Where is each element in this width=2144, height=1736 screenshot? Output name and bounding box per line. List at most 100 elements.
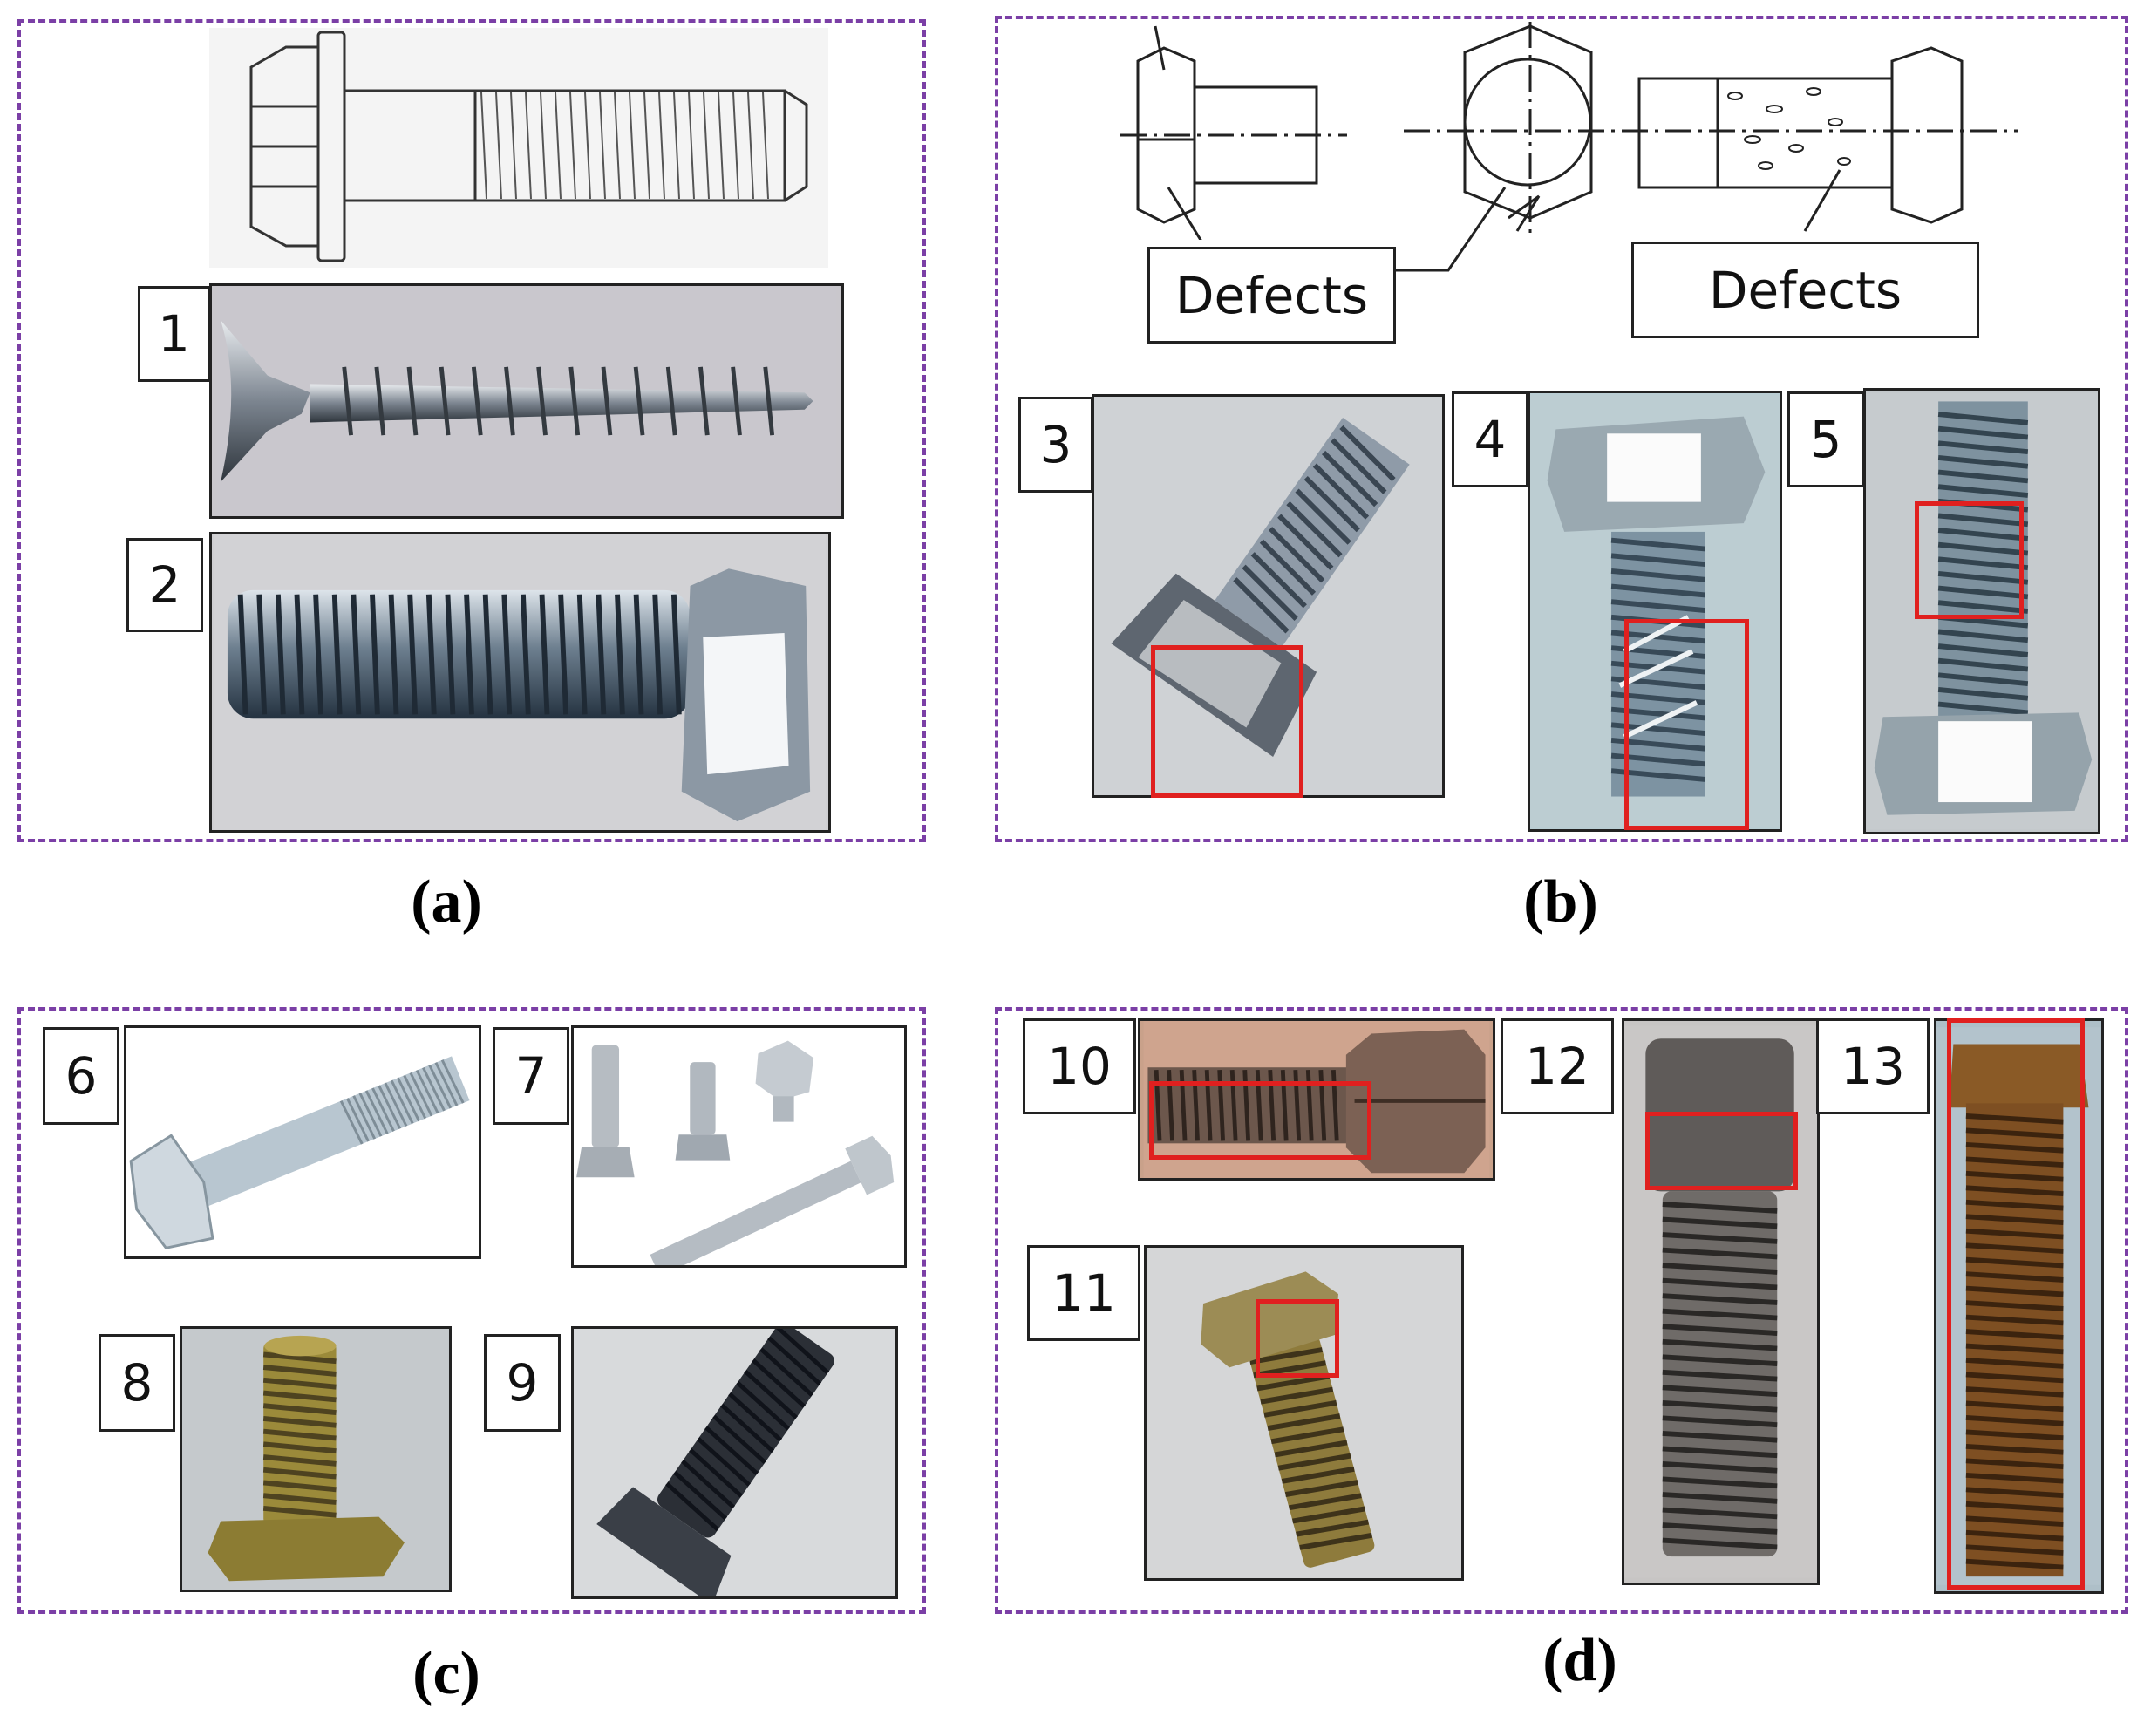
thread-line xyxy=(688,92,695,200)
thread-line xyxy=(1295,488,1351,545)
thread-line xyxy=(1965,1242,2064,1254)
thread-line xyxy=(1233,577,1290,634)
thread-line xyxy=(1937,469,2029,484)
photo-1-wood-screw xyxy=(209,283,844,519)
thread-line xyxy=(1662,1415,1778,1428)
panel-c-frame xyxy=(17,1007,926,1614)
defect-label-left: Defects xyxy=(1147,247,1396,344)
highlight-box-12 xyxy=(1645,1112,1798,1190)
thread-line xyxy=(698,366,710,436)
thread-line xyxy=(718,92,725,200)
thread-line xyxy=(1965,1170,2064,1182)
thread-line xyxy=(596,594,607,715)
thread-line xyxy=(689,1448,744,1498)
thread-line xyxy=(495,92,502,200)
panel-d-frame xyxy=(995,1007,2128,1614)
thread-line xyxy=(1662,1385,1778,1398)
thread-line xyxy=(351,594,362,715)
thread-line xyxy=(1937,600,2029,614)
thread-line xyxy=(736,1380,791,1431)
thread-line xyxy=(371,1087,395,1132)
thread-line xyxy=(1662,1430,1778,1443)
thread-line xyxy=(1965,1127,2064,1140)
thread-line xyxy=(1965,1472,2064,1484)
thread-line xyxy=(1662,1522,1778,1535)
thread-line xyxy=(262,1493,337,1505)
thread-line xyxy=(1312,463,1370,520)
highlight-box-4 xyxy=(1624,619,1749,830)
thread-line xyxy=(445,594,456,715)
thread-line xyxy=(1937,571,2029,585)
thread-line xyxy=(728,1392,783,1442)
thread-line xyxy=(262,1441,337,1454)
thread-line xyxy=(569,92,576,200)
panel-a-frame xyxy=(17,19,926,842)
thread-line xyxy=(1277,1453,1351,1471)
thread-line xyxy=(1965,1515,2064,1527)
highlight-box-10 xyxy=(1149,1081,1371,1160)
thread-line xyxy=(262,1428,337,1441)
thread-line xyxy=(1937,657,2029,672)
thread-line xyxy=(1662,1263,1778,1275)
thread-line xyxy=(1292,1506,1365,1524)
thread-line xyxy=(762,92,769,200)
photo-5-scratched-bolt xyxy=(1863,388,2100,834)
thread-line xyxy=(752,1358,807,1408)
thread-line xyxy=(510,92,517,200)
thread-line xyxy=(480,92,487,200)
caption-c: (c) xyxy=(412,1640,480,1707)
photo-13-corroded-bolt xyxy=(1934,1018,2104,1594)
thread-line xyxy=(775,1329,830,1375)
thread-line xyxy=(763,366,775,436)
photo-3-damaged-head-bolt xyxy=(1092,394,1445,798)
thread-line xyxy=(1937,440,2029,455)
thread-line xyxy=(1662,1476,1778,1489)
thread-line xyxy=(1937,672,2029,687)
thread-line xyxy=(390,1079,414,1125)
thread-line xyxy=(1339,425,1396,482)
thread-line xyxy=(697,1437,752,1487)
thread-line xyxy=(584,92,591,200)
thread-line xyxy=(262,1480,337,1493)
thread-line xyxy=(358,1093,383,1137)
thread-line xyxy=(262,1403,337,1416)
thread-line xyxy=(482,594,493,715)
thread-line xyxy=(471,366,483,436)
thread-line xyxy=(415,1069,439,1114)
thread-line xyxy=(1281,1466,1355,1484)
flange-bolt-drawing xyxy=(209,28,828,268)
thread-line xyxy=(1937,541,2029,556)
thread-line xyxy=(759,1347,814,1398)
thread-line xyxy=(1268,527,1325,583)
thread-line xyxy=(1662,1338,1778,1351)
photo-7-stainless-bolts xyxy=(571,1025,907,1268)
thread-line xyxy=(731,366,742,436)
highlight-box-5 xyxy=(1915,501,2024,619)
thread-line xyxy=(1965,1415,2064,1426)
thread-line xyxy=(520,594,531,715)
thread-line xyxy=(1274,1440,1348,1458)
thread-line xyxy=(313,594,323,715)
sample-label-12: 12 xyxy=(1501,1018,1614,1114)
thread-line xyxy=(1253,1360,1327,1379)
thread-line xyxy=(1303,475,1360,533)
thread-line xyxy=(1965,1372,2064,1384)
thread-line xyxy=(1260,1386,1334,1405)
thread-line xyxy=(633,366,645,436)
thread-line xyxy=(1662,1202,1778,1214)
thread-line xyxy=(1662,1507,1778,1520)
photo-9-black-bolt xyxy=(571,1326,898,1599)
thread-line xyxy=(237,594,248,715)
thread-line xyxy=(1610,583,1706,598)
thread-line xyxy=(262,1377,337,1390)
thread-line xyxy=(1610,537,1706,552)
thread-line xyxy=(1965,1529,2064,1542)
thread-line xyxy=(1937,556,2029,571)
thread-line xyxy=(374,366,386,436)
sample-label-6: 6 xyxy=(43,1027,119,1125)
thread-line xyxy=(1662,1492,1778,1504)
thread-line xyxy=(440,1059,465,1104)
thread-line xyxy=(555,92,562,200)
thread-line xyxy=(1937,585,2029,600)
photo-10-rusty-bolt xyxy=(1138,1018,1495,1181)
